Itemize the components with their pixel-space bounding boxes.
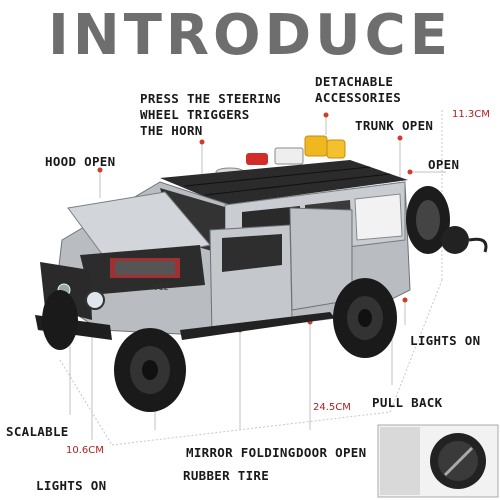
label-press-steering-2: WHEEL TRIGGERS — [140, 107, 250, 122]
label-lights-on-right: LIGHTS ON — [410, 333, 481, 348]
label-press-steering-1: PRESS THE STEERING — [140, 91, 281, 106]
label-door-open: DOOR OPEN — [296, 445, 367, 460]
engine-badge: V12 — [153, 283, 169, 292]
page-title: INTRODUCE — [48, 3, 452, 68]
roof-rack — [160, 160, 408, 205]
car-body — [35, 181, 411, 340]
label-hood-open: HOOD OPEN — [45, 154, 116, 169]
label-open: OPEN — [428, 157, 460, 172]
label-detachable-1: DETACHABLE — [315, 74, 394, 89]
label-rubber-tire: RUBBER TIRE — [183, 468, 270, 483]
dimension-height: 11.3CM — [452, 109, 490, 120]
label-scalable: SCALABLE — [6, 424, 69, 439]
spare-tire — [406, 186, 450, 254]
label-trunk-open: TRUNK OPEN — [355, 118, 434, 133]
key-icon — [441, 226, 488, 254]
dimension-length: 24.5CM — [313, 402, 351, 413]
label-pull-back: PULL BACK — [372, 395, 443, 410]
wheels — [42, 278, 397, 412]
label-press-steering-3: THE HORN — [140, 123, 203, 138]
label-lights-on-bottom: LIGHTS ON — [36, 478, 107, 493]
label-mirror-folding: MIRROR FOLDING — [186, 445, 296, 460]
inset-detail — [377, 424, 499, 498]
dimension-width: 10.6CM — [66, 445, 104, 456]
label-detachable-2: ACCESSORIES — [315, 90, 402, 105]
